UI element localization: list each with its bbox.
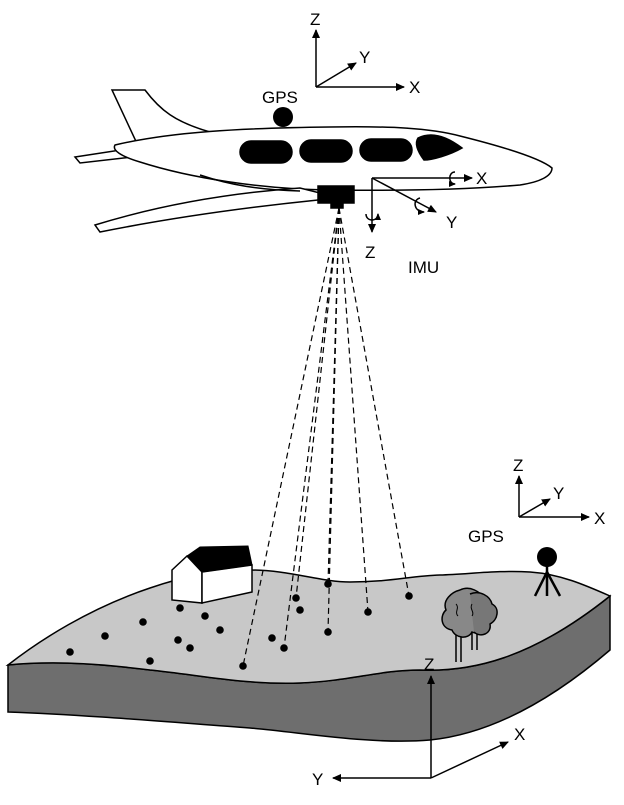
laser-beam <box>295 207 340 599</box>
ground-point <box>239 662 247 670</box>
laser-beam <box>338 207 410 597</box>
ground-point <box>405 592 413 600</box>
ground-points <box>66 580 413 670</box>
imu-z-label: Z <box>365 243 375 262</box>
aircraft-icon <box>73 89 553 233</box>
ground-gps-label: GPS <box>468 527 504 546</box>
ground-point <box>324 580 332 588</box>
ground-point <box>364 608 372 616</box>
scan-pattern <box>242 207 410 667</box>
imu-label: IMU <box>408 258 439 277</box>
ground-point <box>216 626 224 634</box>
terrain-block <box>5 569 612 742</box>
terrain-y-label: Y <box>312 770 323 789</box>
ground-point <box>280 644 288 652</box>
ground-z-label: Z <box>513 456 523 475</box>
laser-beam <box>242 207 340 667</box>
ground-y-label: Y <box>553 484 564 503</box>
aircraft-frame-z-label: Z <box>310 10 320 29</box>
laser-beam <box>338 207 369 613</box>
laser-beam <box>283 207 340 649</box>
ground-point <box>101 632 109 640</box>
aircraft-gps-label: GPS <box>262 88 298 107</box>
imu-y-label: Y <box>446 213 457 232</box>
ground-point <box>186 644 194 652</box>
gps-antenna-icon <box>273 107 293 127</box>
ground-point <box>66 648 74 656</box>
terrain-z-label: Z <box>424 655 434 674</box>
imu-axes <box>365 171 473 233</box>
ground-x-label: X <box>594 509 605 528</box>
ground-point <box>146 657 154 665</box>
ground-gps-axes <box>515 475 590 521</box>
ground-point <box>296 606 304 614</box>
terrain-x-label: X <box>514 725 525 744</box>
imu-x-label: X <box>476 169 487 188</box>
ground-point <box>139 618 147 626</box>
tree-icon <box>441 587 498 662</box>
ground-point <box>174 636 182 644</box>
gps-tripod-icon <box>533 547 562 597</box>
ground-point <box>292 594 300 602</box>
house-icon <box>171 545 253 604</box>
laser-beam <box>327 207 340 585</box>
aircraft-frame-x-label: X <box>409 78 420 97</box>
terrain-frame-axes <box>332 675 509 782</box>
ground-point <box>268 634 276 642</box>
aircraft-frame-axes <box>312 29 405 91</box>
ground-point <box>176 604 184 612</box>
ground-point <box>324 628 332 636</box>
aircraft-frame-y-label: Y <box>359 48 370 67</box>
ground-point <box>201 612 209 620</box>
